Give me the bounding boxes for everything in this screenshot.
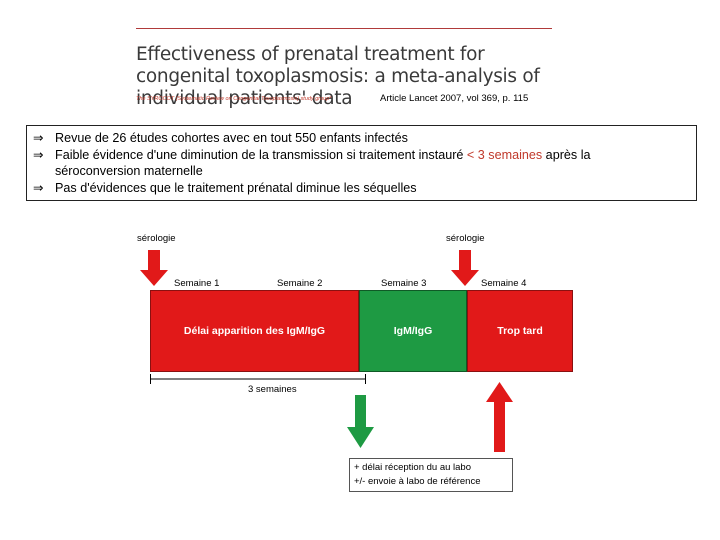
bullet-2-post: après la [542, 147, 591, 162]
implies-arrow-icon: ⇒ [33, 147, 44, 162]
segment-igm-igg: IgM/IgG [359, 290, 467, 372]
segment-igm-igg-label: IgM/IgG [393, 325, 433, 337]
down-arrow-red-right-icon [451, 250, 479, 286]
bullet-1: ⇒ Revue de 26 études cohortes avec en to… [33, 130, 690, 147]
serology-label-left: sérologie [137, 233, 176, 244]
down-arrow-green-icon [347, 395, 374, 448]
article-citation: Article Lancet 2007, vol 369, p. 115 [380, 93, 529, 104]
delay-info-line-1: + délai réception du au labo [354, 462, 471, 473]
segment-too-late-label: Trop tard [497, 325, 543, 337]
bullet-2: ⇒ Faible évidence d'une diminution de la… [33, 147, 690, 164]
up-arrow-red-icon [486, 382, 513, 452]
bullet-2-cont-text: séroconversion maternelle [55, 164, 203, 178]
segment-too-late: Trop tard [467, 290, 573, 372]
week-2-label: Semaine 2 [277, 278, 323, 289]
week-4-label: Semaine 4 [481, 278, 527, 289]
top-divider [136, 28, 552, 29]
bullet-2-continuation: séroconversion maternelle [33, 163, 690, 180]
bullet-2-pre: Faible évidence d'une diminution de la t… [55, 147, 467, 162]
bullet-3-text: Pas d'évidences que le traitement prénat… [55, 180, 417, 195]
segment-antibody-delay-label: Délai apparition des IgM/IgG [183, 325, 326, 337]
three-weeks-label: 3 semaines [248, 384, 297, 395]
three-weeks-bracket [150, 374, 366, 384]
bullet-2-text: Faible évidence d'une diminution de la t… [55, 147, 690, 164]
summary-box: ⇒ Revue de 26 études cohortes avec en to… [26, 125, 697, 201]
article-title: Effectiveness of prenatal treatment for … [136, 44, 540, 109]
delay-info-box: + délai réception du au labo +/- envoie … [349, 458, 513, 492]
bullet-1-text: Revue de 26 études cohortes avec en tout… [55, 131, 408, 145]
segment-antibody-delay: Délai apparition des IgM/IgG [150, 290, 359, 372]
week-1-label: Semaine 1 [174, 278, 220, 289]
bullet-2-highlight: < 3 semaines [466, 147, 543, 162]
implies-arrow-icon: ⇒ [33, 131, 44, 145]
delay-info-line-2: +/- envoie à labo de référence [354, 476, 481, 487]
serology-label-right: sérologie [446, 233, 485, 244]
bullet-3: ⇒ Pas d'évidences que le traitement prén… [33, 180, 690, 197]
article-authors: The SYROCOT (Systematic Review on Congen… [136, 96, 332, 102]
implies-arrow-icon: ⇒ [33, 180, 44, 195]
week-3-label: Semaine 3 [381, 278, 427, 289]
down-arrow-red-left-icon [140, 250, 168, 286]
